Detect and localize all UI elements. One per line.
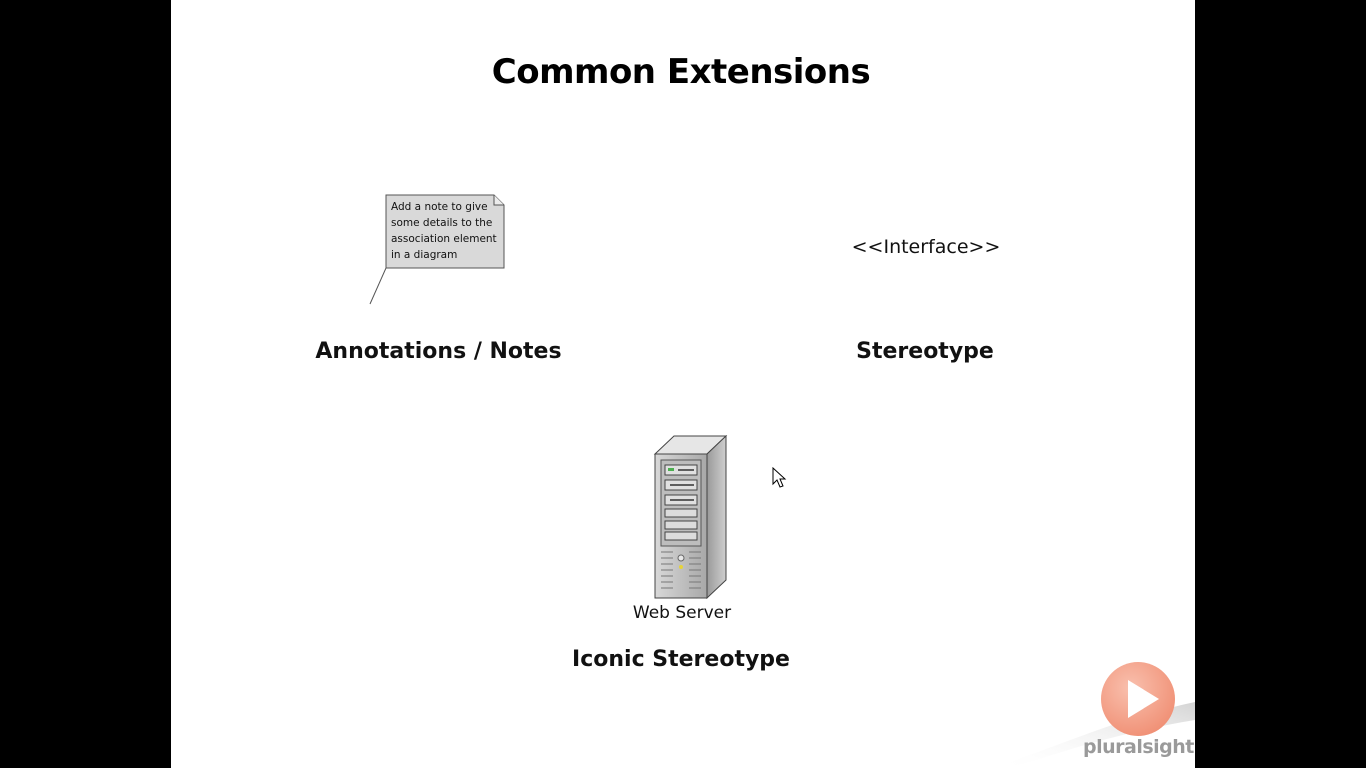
slide: Common Extensions Add a note to give som…	[171, 0, 1195, 768]
stereotype-example: <<Interface>>	[851, 236, 1001, 258]
annotations-label: Annotations / Notes	[315, 339, 562, 364]
letterbox-left	[0, 0, 171, 768]
note-line: in a diagram	[391, 249, 458, 261]
note-line: some details to the	[391, 217, 493, 229]
slide-title: Common Extensions	[491, 52, 871, 92]
play-button-icon[interactable]	[1099, 660, 1177, 738]
web-server-icon	[653, 434, 728, 600]
letterbox-right	[1195, 0, 1366, 768]
note-text: Add a note to give some details to the a…	[391, 199, 503, 263]
iconic-stereotype-label: Iconic Stereotype	[572, 647, 790, 672]
mouse-cursor-icon	[772, 467, 787, 488]
note-line: association element	[391, 233, 497, 245]
note-line: Add a note to give	[391, 201, 488, 213]
web-server-caption: Web Server	[632, 603, 732, 623]
pluralsight-logo: pluralsight	[1083, 736, 1194, 758]
stereotype-label: Stereotype	[856, 339, 994, 364]
uml-note-icon	[369, 194, 505, 305]
